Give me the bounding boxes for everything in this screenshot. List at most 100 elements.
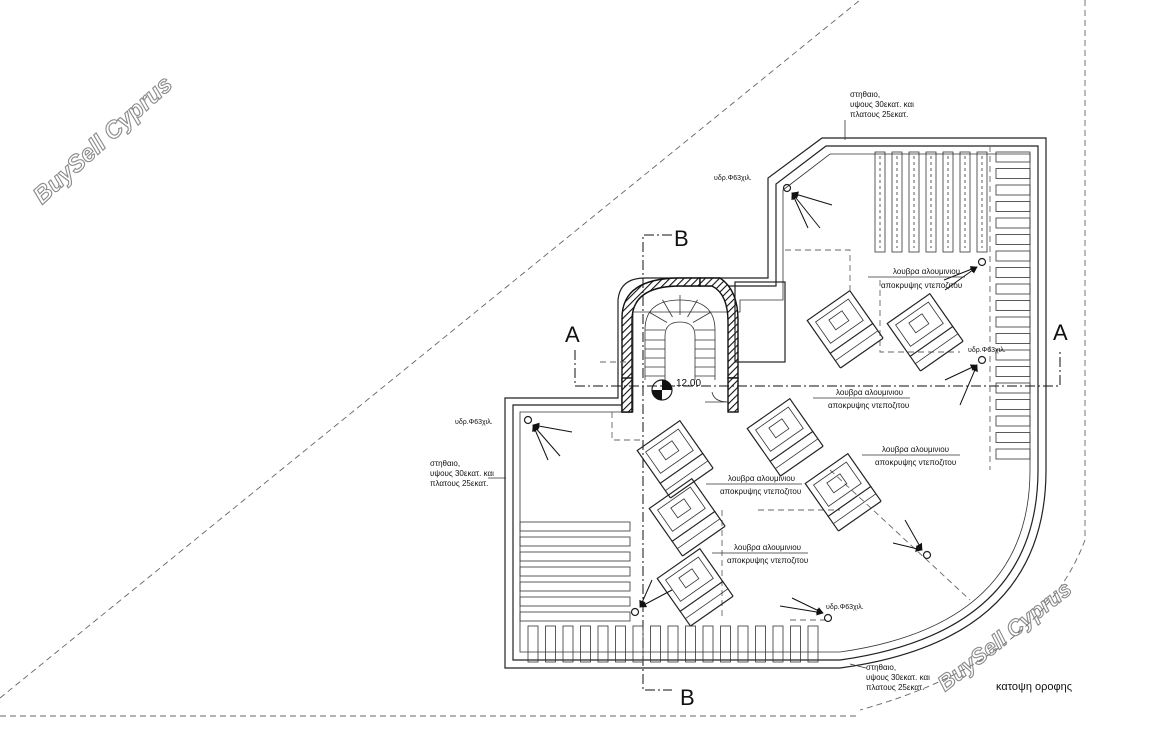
drain-arrow — [639, 589, 673, 608]
note-louver-4: λουβρα αλουμινιου αποκρυψης ντεποζιτου — [706, 474, 802, 496]
slat-bottom — [807, 625, 819, 663]
slat-top — [874, 151, 886, 253]
svg-text:πλατους 25εκατ.: πλατους 25εκατ. — [850, 110, 908, 119]
slat-bottom — [545, 625, 556, 663]
slat-right — [995, 234, 1031, 245]
note-louver-3: λουβρα αλουμινιου αποκρυψης ντεποζιτου — [862, 445, 960, 467]
svg-text:στηθαιο,: στηθαιο, — [430, 459, 460, 468]
slat-left — [519, 521, 631, 532]
svg-text:στηθαιο,: στηθαιο, — [866, 663, 896, 672]
svg-text:αποκρυψης ντεποζιτου: αποκρυψης ντεποζιτου — [828, 401, 909, 410]
drain-arrow — [532, 424, 549, 461]
ac-unit — [656, 547, 734, 627]
svg-text:υψους 30εκατ. και: υψους 30εκατ. και — [866, 673, 930, 682]
svg-text:στηθαιο,: στηθαιο, — [850, 90, 880, 99]
slat-bottom — [562, 625, 574, 663]
drain-point — [977, 257, 987, 267]
note-wall-bottom: στηθαιο, υψους 30εκατ. και πλατους 25εκα… — [849, 663, 930, 692]
slat-top — [925, 151, 937, 253]
ac-unit — [806, 289, 884, 369]
slat-right — [995, 168, 1031, 179]
drain-point — [630, 607, 640, 617]
section-a-left: A — [565, 322, 580, 347]
ac-unit — [746, 397, 824, 477]
slat-right — [995, 217, 1031, 229]
slat-left — [519, 611, 631, 622]
site-boundary — [0, 0, 1086, 717]
section-b-top: B — [674, 226, 689, 251]
svg-text:λουβρα αλουμινιου: λουβρα αλουμινιου — [836, 388, 903, 397]
slat-top — [942, 151, 954, 253]
svg-text:υψους 30εκατ. και: υψους 30εκατ. και — [850, 100, 914, 109]
svg-text:πλατους 25εκατ.: πλατους 25εκατ. — [430, 479, 488, 488]
slat-right — [995, 250, 1031, 262]
roof-drains — [523, 183, 987, 623]
drain-point — [823, 613, 833, 623]
section-lines: A A B B — [565, 226, 1068, 710]
slat-right — [995, 300, 1031, 311]
note-pipe-bottom: υδρ.Φ63χιλ. — [826, 604, 864, 611]
drain-arrow — [943, 266, 978, 281]
stair-core: 12.00 — [621, 277, 786, 413]
slat-bottom — [737, 625, 749, 663]
drain-arrow — [791, 191, 833, 206]
slat-top — [891, 151, 903, 253]
slat-top — [908, 151, 920, 253]
drain-arrow — [791, 192, 809, 229]
slat-right — [995, 382, 1031, 394]
slat-left — [519, 581, 631, 592]
slat-right — [995, 267, 1031, 278]
slat-left — [519, 596, 631, 607]
slat-right — [995, 333, 1031, 344]
svg-text:λουβρα αλουμινιου: λουβρα αλουμινιου — [728, 474, 795, 483]
slat-right — [995, 184, 1031, 196]
slat-right — [995, 432, 1031, 443]
note-wall-left: στηθαιο, υψους 30εκατ. και πλατους 25εκα… — [430, 459, 506, 488]
ac-unit — [804, 452, 882, 532]
slat-bottom — [702, 625, 714, 663]
slat-left — [519, 536, 631, 547]
slat-right — [995, 399, 1031, 410]
drain-point — [922, 550, 932, 560]
slat-left — [519, 566, 631, 577]
drain-arrow — [532, 422, 573, 433]
note-pipe-right: υδρ.Φ63χιλ. — [968, 347, 1006, 354]
slat-right — [995, 201, 1031, 212]
slat-right — [995, 349, 1031, 361]
slat-bottom — [632, 625, 644, 663]
note-louver-2: λουβρα αλουμινιου αποκρυψης ντεποζιτου — [813, 388, 910, 410]
note-wall-top: στηθαιο, υψους 30εκατ. και πλατους 25εκα… — [844, 90, 914, 140]
slat-bottom — [650, 625, 661, 663]
svg-text:λουβρα αλουμινιου: λουβρα αλουμινιου — [734, 543, 801, 552]
drain-arrow — [959, 364, 978, 406]
section-a-right: A — [1053, 320, 1068, 345]
drain-point — [523, 415, 533, 425]
ac-unit — [636, 419, 714, 499]
slat-bottom — [720, 625, 731, 663]
slat-bottom — [580, 625, 591, 663]
slat-right — [995, 283, 1031, 295]
drain-arrow — [532, 424, 561, 457]
slat-bottom — [755, 625, 766, 663]
ac-unit — [886, 292, 964, 372]
drain-arrow — [944, 364, 978, 381]
slat-right — [995, 448, 1031, 460]
drain-arrow — [639, 579, 653, 608]
slat-right — [995, 316, 1031, 328]
drain-point — [977, 355, 987, 365]
plan-title: κατοψη οροφης — [996, 681, 1072, 693]
dashed-guides — [600, 146, 991, 621]
ac-units — [636, 289, 964, 627]
note-pipe-left: υδρ.Φ63χιλ. — [455, 419, 493, 426]
slat-right — [995, 415, 1031, 427]
svg-text:λουβρα αλουμινιου: λουβρα αλουμινιου — [882, 445, 949, 454]
drain-arrow — [892, 542, 923, 552]
slat-top — [959, 151, 971, 253]
svg-text:υψους 30εκατ. και: υψους 30εκατ. και — [430, 469, 494, 478]
slat-right — [995, 151, 1031, 163]
svg-text:αποκρυψης ντεποζιτου: αποκρυψης ντεποζιτου — [720, 487, 801, 496]
slat-bottom — [667, 625, 679, 663]
level-marker: 12.00 — [676, 378, 701, 389]
slat-bottom — [772, 625, 784, 663]
